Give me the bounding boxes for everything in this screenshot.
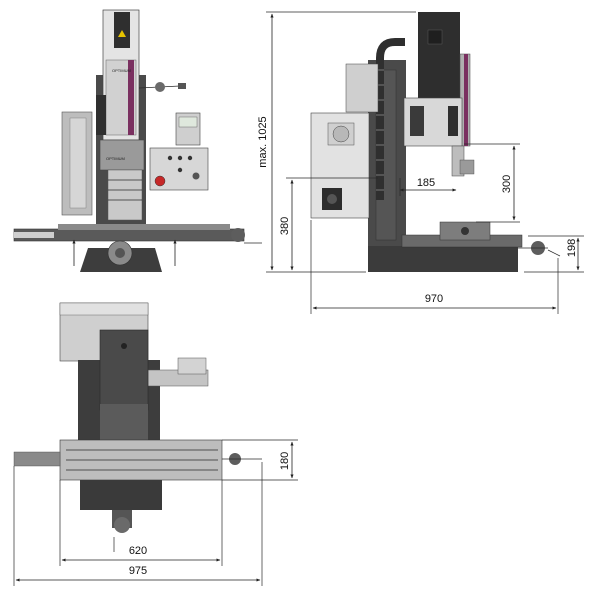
dim-overall-width: 975 bbox=[129, 565, 147, 577]
dim-table-length: 620 bbox=[129, 545, 147, 557]
dim-table-width: 180 bbox=[279, 452, 291, 470]
dim-table-to-base: 198 bbox=[566, 239, 578, 257]
front-brand-label: OPTIMUM bbox=[112, 68, 131, 73]
top-view bbox=[13, 302, 262, 552]
dim-head-travel: 300 bbox=[501, 175, 513, 193]
top-head bbox=[99, 329, 149, 411]
side-view bbox=[310, 12, 561, 272]
front-table-handwheel bbox=[231, 228, 245, 242]
dim-spindle-to-column: 185 bbox=[417, 177, 435, 189]
emergency-stop-icon bbox=[154, 175, 166, 187]
dim-max-height: max. 1025 bbox=[257, 116, 269, 167]
top-dimensions: 180 620 975 bbox=[13, 439, 298, 586]
front-spindle-gearbox bbox=[99, 139, 145, 171]
side-motor-cover bbox=[345, 63, 379, 113]
dim-table-height: 380 bbox=[279, 217, 291, 235]
fan-grille-icon bbox=[332, 125, 350, 143]
top-saddle-handwheel bbox=[114, 517, 130, 533]
side-dimensions: max. 1025 380 185 300 198 970 bbox=[257, 11, 584, 314]
front-view: OPTIMUM OPTIMUM bbox=[13, 9, 262, 272]
dim-overall-depth: 970 bbox=[425, 293, 443, 305]
svg-text:OPTIMUM: OPTIMUM bbox=[106, 156, 125, 161]
side-base bbox=[368, 244, 518, 272]
side-motor bbox=[418, 12, 460, 98]
